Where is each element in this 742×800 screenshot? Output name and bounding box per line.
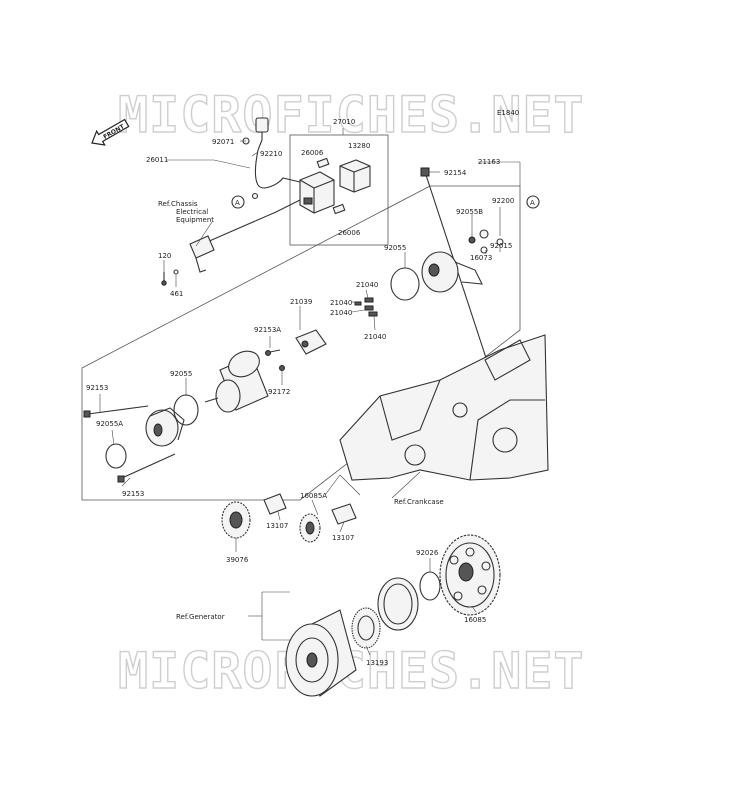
part-92153a: 92153A xyxy=(254,326,281,334)
ref-chassis-line3: Equipment xyxy=(176,216,214,224)
ref-chassis-line2: Electrical xyxy=(176,208,208,216)
part-92055a: 92055A xyxy=(96,420,123,428)
part-16085: 16085 xyxy=(464,616,486,624)
shaft-13107-a xyxy=(263,493,287,515)
part-92015: 92015 xyxy=(490,242,512,250)
callout-a-left: A xyxy=(231,195,245,209)
part-13107-b: 13107 xyxy=(332,534,354,542)
part-21163: 21163 xyxy=(478,158,500,166)
part-120: 120 xyxy=(158,252,171,260)
part-92153-bot: 92153 xyxy=(122,490,144,498)
part-26011: 26011 xyxy=(146,156,168,164)
callout-a-right: A xyxy=(526,195,540,209)
part-21040-b: 21040 xyxy=(330,299,352,307)
starter-yoke xyxy=(204,350,269,413)
gear-16085a xyxy=(299,513,321,543)
part-21040-a: 21040 xyxy=(356,281,378,289)
part-92055-mid: 92055 xyxy=(170,370,192,378)
part-26006-a: 26006 xyxy=(301,149,324,157)
part-92172: 92172 xyxy=(268,388,290,396)
ref-crankcase: Ref.Crankcase xyxy=(394,498,444,506)
part-92200: 92200 xyxy=(492,197,514,205)
clutch-housing xyxy=(377,577,419,631)
part-92055b: 92055B xyxy=(456,208,483,216)
watermark-top: MICROFICHES.NET xyxy=(118,86,585,144)
part-13107-a: 13107 xyxy=(266,522,288,530)
bearing-13193 xyxy=(351,607,381,649)
generator-rotor xyxy=(285,609,357,697)
front-cover xyxy=(145,407,185,447)
part-16073: 16073 xyxy=(470,254,492,262)
part-16085a: 16085A xyxy=(300,492,327,500)
starter-cable xyxy=(161,117,301,286)
washer-92026 xyxy=(419,571,441,601)
gear-16085 xyxy=(439,534,501,616)
relay-group xyxy=(289,128,389,246)
rear-cover xyxy=(421,251,483,293)
part-26006-b: 26006 xyxy=(338,229,361,237)
ref-chassis-line1: Ref.Chassis xyxy=(158,200,198,208)
ref-generator: Ref.Generator xyxy=(176,613,225,621)
leader-lines xyxy=(99,140,521,656)
part-13193: 13193 xyxy=(366,659,388,667)
crankcase xyxy=(339,334,549,481)
part-39076: 39076 xyxy=(226,556,249,564)
part-92154: 92154 xyxy=(444,169,467,177)
part-92026: 92026 xyxy=(416,549,439,557)
part-21040-d: 21040 xyxy=(364,333,386,341)
callout-a-left-label: A xyxy=(235,199,240,207)
part-13280: 13280 xyxy=(348,142,370,150)
part-92153-top: 92153 xyxy=(86,384,108,392)
diagram-code: E1840 xyxy=(497,109,519,117)
callout-a-right-label: A xyxy=(530,199,535,207)
part-21039: 21039 xyxy=(290,298,312,306)
gear-39076 xyxy=(221,501,251,539)
part-461: 461 xyxy=(170,290,183,298)
part-92071: 92071 xyxy=(212,138,234,146)
part-92210: 92210 xyxy=(260,150,282,158)
shaft-13107-b xyxy=(331,503,357,525)
part-27010: 27010 xyxy=(333,118,355,126)
part-92055-top: 92055 xyxy=(384,244,406,252)
part-21040-c: 21040 xyxy=(330,309,352,317)
